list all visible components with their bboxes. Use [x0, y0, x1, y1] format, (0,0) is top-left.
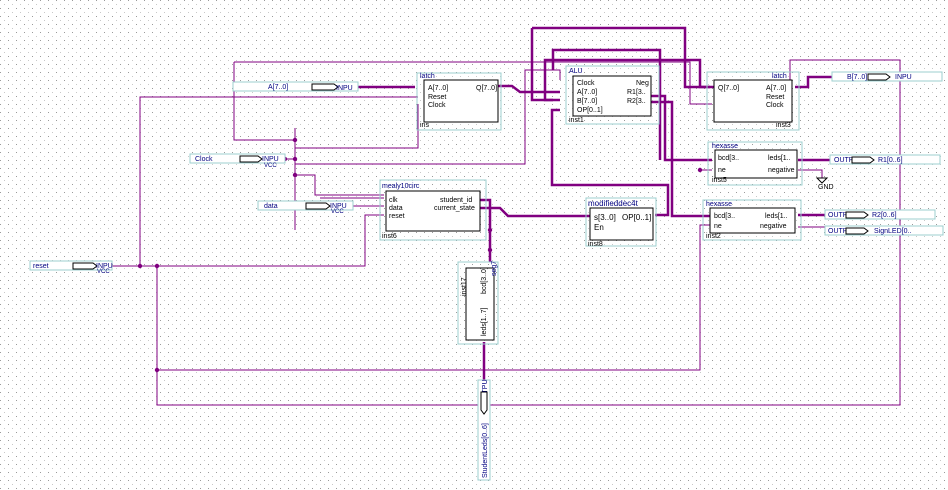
pin-name: StudentLeds[0..6] — [482, 423, 489, 478]
block-latch-2[interactable]: latch A[7..0] Reset Clock Q[7..0] inst3 — [706, 71, 800, 131]
block-title: hexasse — [706, 201, 732, 208]
block-title: modifieddec4t — [588, 199, 639, 208]
block-title: seg7 — [491, 261, 498, 276]
port-neg: Neg — [636, 80, 649, 87]
port-r2: R2[3.. — [627, 98, 646, 105]
inst-label: inst8 — [588, 241, 603, 248]
port-reset: Reset — [428, 94, 446, 101]
block-hexasseg-2[interactable]: hexasse bcd[3.. ne leds[1.. negative ins… — [702, 199, 802, 241]
inst-label: inst17 — [461, 277, 468, 296]
pin-name: INPU — [895, 74, 912, 81]
block-modifieddec4t[interactable]: modifieddec4t s[3..0] En OP[0..1] inst8 — [585, 197, 657, 248]
pin-tag: OUTPL — [828, 228, 851, 235]
port-leds: leds[1.. — [765, 213, 788, 220]
pin-tag: INPU — [330, 203, 347, 210]
pin-tag: INPU — [336, 85, 353, 92]
port-a: A[7..0] — [766, 85, 786, 92]
pin-arrow-shape — [851, 156, 875, 164]
port-s: s[3..0] — [594, 213, 616, 222]
port-clock: Clock — [577, 80, 595, 87]
block-title: latch — [420, 73, 435, 80]
port-negative: negative — [760, 223, 787, 230]
port-op: OP[0..1] — [622, 213, 651, 222]
port-clock: Clock — [428, 102, 446, 109]
pin-name: reset — [33, 263, 49, 270]
pin-name: R2[0..6] — [872, 212, 897, 219]
pin-tag: B[7..0] — [847, 74, 867, 81]
inst-label: inst2 — [706, 233, 721, 240]
block-title: mealy10circ — [382, 183, 420, 190]
inst-label: inst5 — [712, 177, 727, 184]
port-clock: Clock — [766, 102, 784, 109]
port-ne: ne — [718, 167, 726, 174]
output-pin-studentleds[interactable]: OUTPU StudentLeds[0..6] — [477, 379, 491, 481]
output-pin-r2[interactable]: OUTPL R2[0..6] — [824, 209, 936, 220]
pin-arrow-shape — [305, 202, 331, 210]
block-seg7[interactable]: seg7 bcd[3..0] leds[1..7] inst17 — [457, 261, 499, 345]
port-reset: reset — [389, 213, 405, 220]
pin-arrow-shape — [480, 391, 488, 415]
port-op: OP[0..1] — [577, 107, 603, 114]
port-reset: Reset — [766, 94, 784, 101]
inst-label: inst1 — [569, 117, 584, 124]
port-q: Q[7..0] — [718, 85, 739, 92]
pin-arrow-shape — [72, 262, 98, 270]
port-ne: ne — [714, 223, 722, 230]
block-alu[interactable]: ALU Clock A[7..0] B[7..0] OP[0..1] Neg R… — [565, 65, 660, 125]
port-bcd: bcd[3..0] — [481, 267, 488, 294]
block-title: hexasse — [712, 143, 738, 150]
input-pin-clock[interactable]: Clock INPU VCC — [189, 153, 286, 169]
input-pin-reset[interactable]: reset INPU VCC — [29, 260, 113, 275]
pin-arrow-shape — [845, 227, 869, 235]
block-hexasseg-1[interactable]: hexasse bcd[3.. ne leds[1.. negative ins… — [707, 141, 803, 186]
output-pin-r1[interactable]: OUTPL R1[0..6] — [829, 154, 941, 165]
gnd-label: GND — [818, 184, 834, 191]
input-pin-data[interactable]: data INPU VCC — [257, 200, 354, 215]
port-bcd: bcd[3.. — [718, 155, 739, 162]
port-data: data — [389, 205, 403, 212]
port-negative: negative — [768, 167, 795, 174]
pin-name: Clock — [195, 156, 213, 163]
inst-label: ins — [420, 122, 429, 129]
port-clk: clk — [389, 197, 398, 204]
junction-dots — [137, 137, 703, 373]
port-a: A[7..0] — [577, 89, 597, 96]
pin-arrow-shape — [311, 83, 339, 91]
block-mealy10circ[interactable]: mealy10circ clk data reset student_id cu… — [379, 179, 487, 241]
pin-name: A[7..0] — [268, 84, 288, 91]
port-student-id: student_id — [440, 197, 472, 204]
port-leds: leds[1..7] — [481, 308, 488, 336]
pin-vcc: VCC — [97, 269, 110, 275]
input-pin-a[interactable]: A[7..0] INPU — [232, 81, 359, 92]
inst-label: inst6 — [382, 233, 397, 240]
port-leds: leds[1.. — [768, 155, 791, 162]
pin-arrow-shape — [845, 211, 869, 219]
port-r1: R1[3.. — [627, 89, 646, 96]
port-bcd: bcd[3.. — [714, 213, 735, 220]
pin-tag: OUTPL — [834, 157, 857, 164]
pin-vcc: VCC — [264, 163, 277, 169]
pin-name: SignLED[0.. — [874, 228, 911, 235]
pin-vcc: VCC — [331, 209, 344, 215]
port-a: A[7..0] — [428, 85, 448, 92]
port-current-state: current_state — [434, 205, 475, 212]
inst-label: inst3 — [776, 122, 791, 129]
pin-tag: INPU — [262, 156, 279, 163]
block-title: latch — [772, 73, 787, 80]
gnd-symbol: GND — [815, 177, 834, 191]
pin-tag: OUTPL — [828, 212, 851, 219]
pin-name: data — [264, 203, 278, 210]
port-b: B[7..0] — [577, 98, 597, 105]
port-q: Q[7..0] — [476, 85, 497, 92]
block-title: ALU — [569, 68, 583, 75]
output-pin-signled[interactable]: OUTPL SignLED[0.. — [824, 225, 944, 236]
pin-arrow-shape — [239, 155, 263, 163]
pin-arrow-shape — [867, 73, 891, 81]
pin-name: R1[0..6] — [878, 157, 903, 164]
input-pin-b[interactable]: B[7..0] INPU — [831, 71, 943, 82]
pin-tag: INPU — [96, 263, 113, 270]
block-latch-1[interactable]: latch A[7..0] Reset Clock Q[7..0] ins — [416, 72, 502, 131]
port-en: En — [594, 223, 604, 232]
